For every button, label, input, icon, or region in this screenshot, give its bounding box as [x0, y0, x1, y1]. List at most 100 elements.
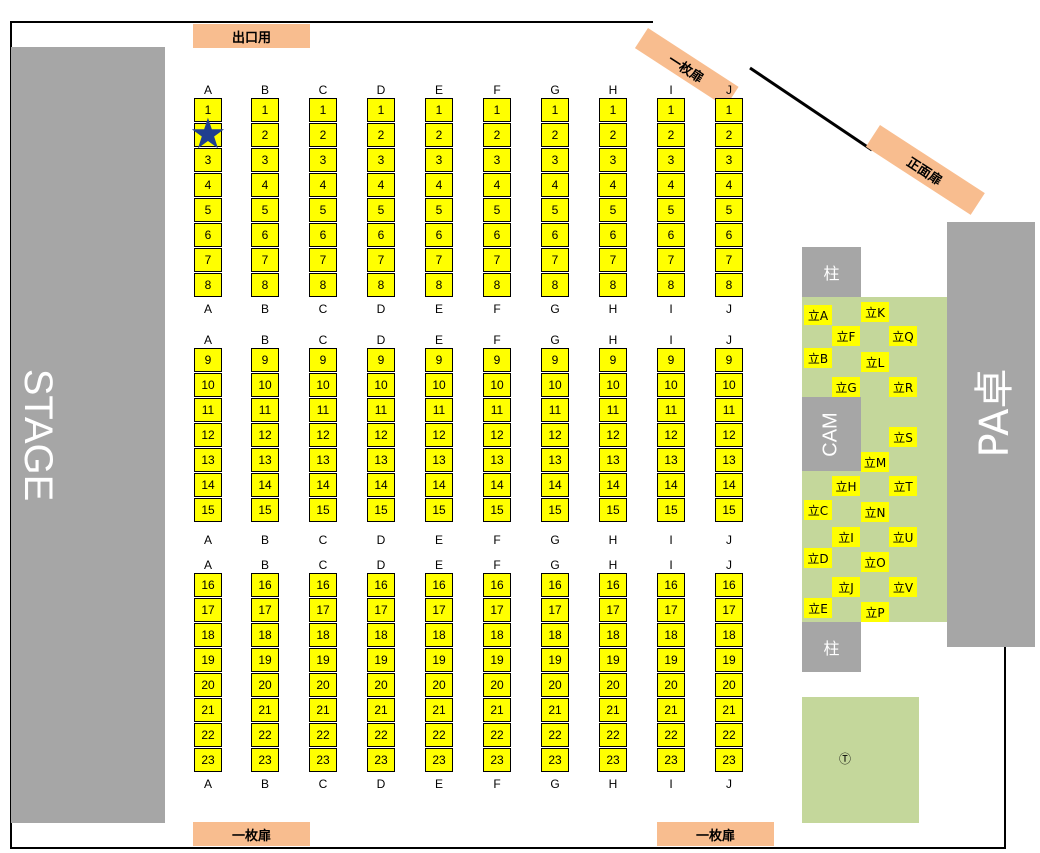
seat-J-23[interactable]: 23	[715, 748, 743, 772]
seat-B-1[interactable]: 1	[251, 98, 279, 122]
seat-J-19[interactable]: 19	[715, 648, 743, 672]
seat-F-16[interactable]: 16	[483, 573, 511, 597]
seat-F-8[interactable]: 8	[483, 273, 511, 297]
seat-A-18[interactable]: 18	[194, 623, 222, 647]
seat-A-12[interactable]: 12	[194, 423, 222, 447]
seat-B-2[interactable]: 2	[251, 123, 279, 147]
seat-I-22[interactable]: 22	[657, 723, 685, 747]
seat-A-1[interactable]: 1	[194, 98, 222, 122]
standing-spot-立O[interactable]: 立O	[861, 552, 889, 572]
seat-I-2[interactable]: 2	[657, 123, 685, 147]
seat-C-14[interactable]: 14	[309, 473, 337, 497]
seat-J-17[interactable]: 17	[715, 598, 743, 622]
seat-G-15[interactable]: 15	[541, 498, 569, 522]
seat-D-3[interactable]: 3	[367, 148, 395, 172]
seat-E-11[interactable]: 11	[425, 398, 453, 422]
seat-C-6[interactable]: 6	[309, 223, 337, 247]
seat-D-18[interactable]: 18	[367, 623, 395, 647]
seat-H-14[interactable]: 14	[599, 473, 627, 497]
seat-F-18[interactable]: 18	[483, 623, 511, 647]
seat-B-16[interactable]: 16	[251, 573, 279, 597]
seat-C-23[interactable]: 23	[309, 748, 337, 772]
seat-I-7[interactable]: 7	[657, 248, 685, 272]
seat-C-13[interactable]: 13	[309, 448, 337, 472]
seat-G-16[interactable]: 16	[541, 573, 569, 597]
seat-J-7[interactable]: 7	[715, 248, 743, 272]
seat-D-13[interactable]: 13	[367, 448, 395, 472]
seat-H-9[interactable]: 9	[599, 348, 627, 372]
seat-C-3[interactable]: 3	[309, 148, 337, 172]
standing-spot-立S[interactable]: 立S	[889, 427, 917, 447]
seat-D-2[interactable]: 2	[367, 123, 395, 147]
seat-F-15[interactable]: 15	[483, 498, 511, 522]
seat-B-6[interactable]: 6	[251, 223, 279, 247]
seat-C-1[interactable]: 1	[309, 98, 337, 122]
seat-E-21[interactable]: 21	[425, 698, 453, 722]
seat-D-16[interactable]: 16	[367, 573, 395, 597]
seat-G-5[interactable]: 5	[541, 198, 569, 222]
seat-B-13[interactable]: 13	[251, 448, 279, 472]
seat-G-2[interactable]: 2	[541, 123, 569, 147]
seat-F-5[interactable]: 5	[483, 198, 511, 222]
standing-spot-立B[interactable]: 立B	[804, 348, 832, 368]
seat-J-5[interactable]: 5	[715, 198, 743, 222]
seat-D-5[interactable]: 5	[367, 198, 395, 222]
seat-G-7[interactable]: 7	[541, 248, 569, 272]
seat-F-23[interactable]: 23	[483, 748, 511, 772]
seat-E-18[interactable]: 18	[425, 623, 453, 647]
seat-H-16[interactable]: 16	[599, 573, 627, 597]
standing-spot-立L[interactable]: 立L	[861, 352, 889, 372]
seat-G-6[interactable]: 6	[541, 223, 569, 247]
seat-A-17[interactable]: 17	[194, 598, 222, 622]
seat-B-4[interactable]: 4	[251, 173, 279, 197]
seat-I-14[interactable]: 14	[657, 473, 685, 497]
seat-H-11[interactable]: 11	[599, 398, 627, 422]
seat-J-12[interactable]: 12	[715, 423, 743, 447]
seat-B-9[interactable]: 9	[251, 348, 279, 372]
seat-E-3[interactable]: 3	[425, 148, 453, 172]
seat-E-16[interactable]: 16	[425, 573, 453, 597]
seat-E-2[interactable]: 2	[425, 123, 453, 147]
seat-J-11[interactable]: 11	[715, 398, 743, 422]
seat-I-11[interactable]: 11	[657, 398, 685, 422]
seat-G-22[interactable]: 22	[541, 723, 569, 747]
seat-G-12[interactable]: 12	[541, 423, 569, 447]
seat-I-6[interactable]: 6	[657, 223, 685, 247]
seat-G-13[interactable]: 13	[541, 448, 569, 472]
seat-D-21[interactable]: 21	[367, 698, 395, 722]
seat-F-17[interactable]: 17	[483, 598, 511, 622]
seat-H-10[interactable]: 10	[599, 373, 627, 397]
seat-H-21[interactable]: 21	[599, 698, 627, 722]
seat-A-15[interactable]: 15	[194, 498, 222, 522]
seat-J-4[interactable]: 4	[715, 173, 743, 197]
seat-B-8[interactable]: 8	[251, 273, 279, 297]
standing-spot-立R[interactable]: 立R	[889, 377, 917, 397]
standing-spot-立H[interactable]: 立H	[832, 476, 860, 496]
seat-C-19[interactable]: 19	[309, 648, 337, 672]
seat-A-9[interactable]: 9	[194, 348, 222, 372]
seat-I-19[interactable]: 19	[657, 648, 685, 672]
standing-spot-立I[interactable]: 立I	[832, 527, 860, 547]
seat-B-19[interactable]: 19	[251, 648, 279, 672]
seat-F-2[interactable]: 2	[483, 123, 511, 147]
seat-G-19[interactable]: 19	[541, 648, 569, 672]
seat-D-8[interactable]: 8	[367, 273, 395, 297]
seat-C-10[interactable]: 10	[309, 373, 337, 397]
standing-spot-立A[interactable]: 立A	[804, 305, 832, 325]
standing-spot-立G[interactable]: 立G	[832, 377, 860, 397]
seat-G-4[interactable]: 4	[541, 173, 569, 197]
seat-I-21[interactable]: 21	[657, 698, 685, 722]
seat-J-16[interactable]: 16	[715, 573, 743, 597]
seat-F-3[interactable]: 3	[483, 148, 511, 172]
seat-C-12[interactable]: 12	[309, 423, 337, 447]
seat-H-13[interactable]: 13	[599, 448, 627, 472]
seat-B-20[interactable]: 20	[251, 673, 279, 697]
seat-F-7[interactable]: 7	[483, 248, 511, 272]
seat-F-9[interactable]: 9	[483, 348, 511, 372]
seat-A-3[interactable]: 3	[194, 148, 222, 172]
standing-spot-立D[interactable]: 立D	[804, 548, 832, 568]
seat-I-8[interactable]: 8	[657, 273, 685, 297]
seat-H-18[interactable]: 18	[599, 623, 627, 647]
seat-G-9[interactable]: 9	[541, 348, 569, 372]
seat-E-12[interactable]: 12	[425, 423, 453, 447]
